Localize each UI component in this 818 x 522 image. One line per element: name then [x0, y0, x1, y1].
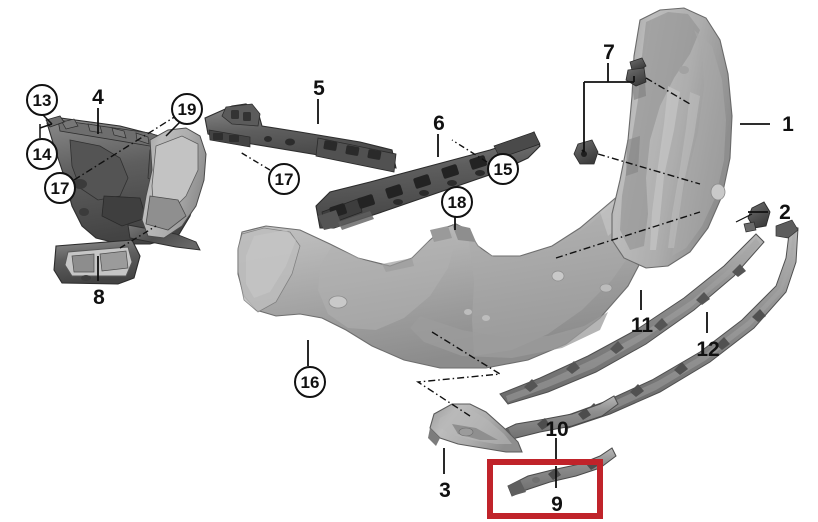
part-2-small-clip-bracket — [743, 201, 771, 233]
callout-10[interactable]: 10 — [545, 417, 569, 441]
callout-16[interactable]: 16 — [294, 366, 326, 398]
callout-15[interactable]: 15 — [487, 153, 519, 185]
part-11-upper-moulding-strip — [499, 233, 765, 405]
callout-14[interactable]: 14 — [26, 138, 58, 170]
callout-2[interactable]: 2 — [779, 200, 791, 224]
callout-1[interactable]: 1 — [782, 112, 794, 136]
callout-7[interactable]: 7 — [603, 40, 615, 64]
callout-8[interactable]: 8 — [93, 285, 105, 309]
part-19-side-guide-bracket — [141, 127, 207, 239]
callout-9[interactable]: 9 — [551, 492, 563, 516]
callout-11[interactable]: 11 — [630, 313, 654, 337]
part-7-mounting-clip-pair — [573, 57, 647, 165]
callout-18[interactable]: 18 — [441, 186, 473, 218]
part-6-impact-absorber-crossmember — [315, 131, 541, 230]
callout-6[interactable]: 6 — [433, 111, 445, 135]
callout-3[interactable]: 3 — [439, 478, 451, 502]
callout-4[interactable]: 4 — [92, 85, 104, 109]
selected-part-highlight — [487, 459, 603, 519]
callout-12[interactable]: 12 — [696, 337, 720, 361]
part-8-sensor-bezel-frame — [53, 239, 141, 285]
callout-17[interactable]: 17 — [44, 172, 76, 204]
callout-13[interactable]: 13 — [26, 84, 58, 116]
part-9-lower-trim-strip-right — [507, 447, 617, 497]
callout-5[interactable]: 5 — [313, 76, 325, 100]
part-3-lower-corner-trim — [428, 403, 523, 453]
callout-19[interactable]: 19 — [171, 93, 203, 125]
callout-17b[interactable]: 17 — [268, 163, 300, 195]
part-5-upper-reinforcement-beam — [204, 103, 397, 173]
